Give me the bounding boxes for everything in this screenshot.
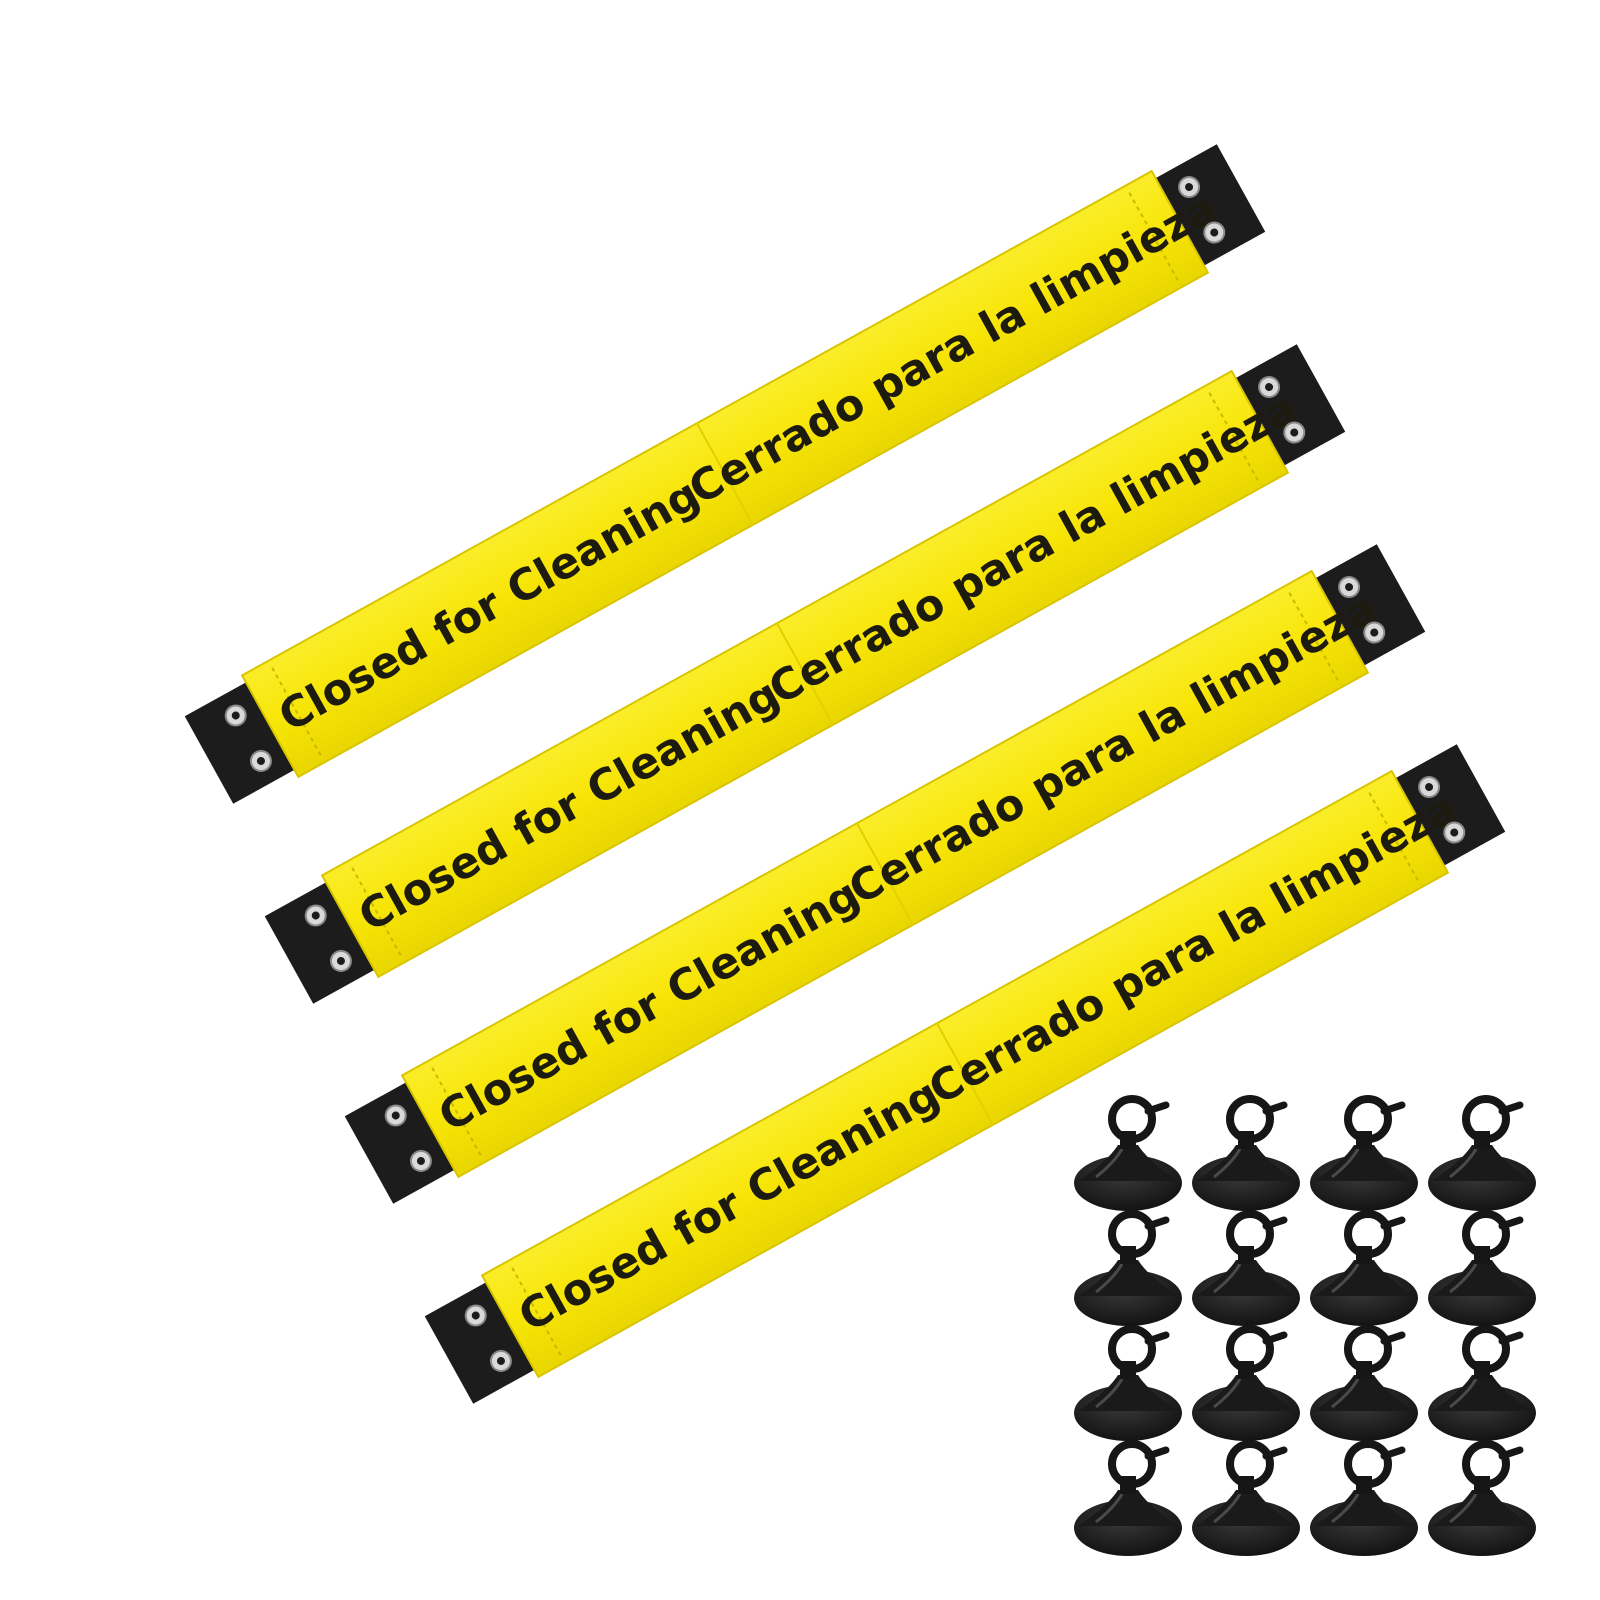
- suction-cup-hook-icon: [1428, 1095, 1536, 1211]
- suction-cup-hook-icon: [1310, 1440, 1418, 1556]
- suction-cup-hook-icon: [1192, 1095, 1300, 1211]
- suction-cup-hook-icon: [1310, 1210, 1418, 1326]
- suction-cup-hook-icon: [1428, 1325, 1536, 1441]
- suction-cup-grid: [1074, 1095, 1536, 1556]
- suction-cup-hook-icon: [1192, 1440, 1300, 1556]
- suction-cup-hook-icon: [1428, 1210, 1536, 1326]
- suction-cup-hook-icon: [1428, 1440, 1536, 1556]
- suction-cup-hook-icon: [1074, 1095, 1182, 1211]
- suction-cup-hook-icon: [1192, 1325, 1300, 1441]
- suction-cup-hook-icon: [1074, 1440, 1182, 1556]
- suction-cup-hook-icon: [1310, 1095, 1418, 1211]
- suction-cup-hook-icon: [1074, 1325, 1182, 1441]
- suction-cup-hook-icon: [1074, 1210, 1182, 1326]
- suction-cup-hook-icon: [1310, 1325, 1418, 1441]
- suction-cup-hook-icon: [1192, 1210, 1300, 1326]
